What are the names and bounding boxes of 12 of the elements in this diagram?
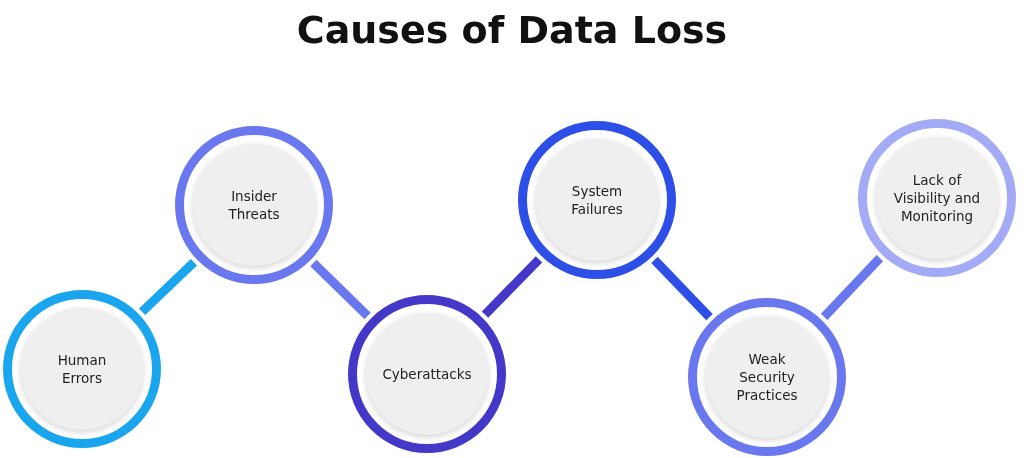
cause-label: Human Errors [56, 350, 108, 388]
connector-line [138, 259, 198, 315]
cause-label: Lack of Visibility and Monitoring [892, 170, 982, 226]
connector-line [820, 255, 884, 320]
connector-line [651, 256, 713, 321]
cause-label: Insider Threats [227, 186, 281, 224]
cause-label: Cyberattacks [382, 364, 472, 384]
diagram-title: Causes of Data Loss [295, 8, 729, 52]
connector-line [481, 256, 543, 318]
connector-line [310, 259, 371, 320]
cause-label: System Failures [570, 181, 624, 219]
cause-label: Weak Security Practices [735, 349, 799, 405]
